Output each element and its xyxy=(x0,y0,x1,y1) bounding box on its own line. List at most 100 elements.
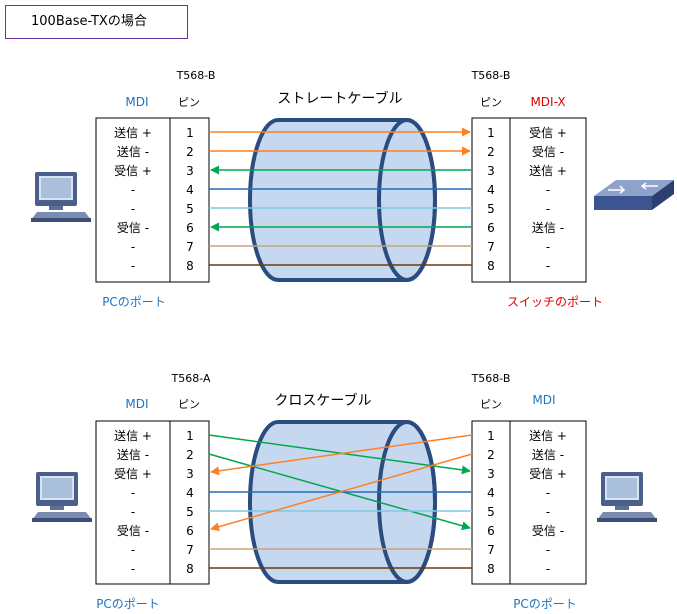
straight-right-pin-3: 3 xyxy=(487,164,495,178)
cross-right-port-box xyxy=(471,420,587,585)
cross-left-port-label: PCのポート xyxy=(96,597,160,611)
cross-right-pin-header: ピン xyxy=(480,398,502,411)
straight-right-signal-7: - xyxy=(546,240,550,254)
straight-left-port-box xyxy=(95,117,210,283)
straight-right-port-box xyxy=(471,117,587,283)
straight-right-pin-2: 2 xyxy=(487,145,495,159)
cross-right-signal-2: 送信 - xyxy=(532,447,564,462)
cross-right-pin-6: 6 xyxy=(487,524,495,538)
cross-left-signal-8: - xyxy=(131,562,135,576)
straight-right-signal-2: 受信 - xyxy=(532,145,564,159)
pc-icon xyxy=(31,172,91,222)
straight-left-pins: 1 2 3 4 5 6 7 8 xyxy=(186,126,194,273)
cross-left-signal-1: 送信 + xyxy=(114,428,152,443)
straight-left-port-label: PCのポート xyxy=(102,295,166,309)
straight-right-pin-4: 4 xyxy=(487,183,495,197)
cross-right-pin-2: 2 xyxy=(487,448,495,462)
cross-right-signal-1: 送信 + xyxy=(529,428,567,443)
cross-left-pin-6: 6 xyxy=(186,524,194,538)
cross-left-pin-1: 1 xyxy=(186,429,194,443)
cross-section: T568-A T568-B MDI ピン ピン MDI クロスケーブル 送信 +… xyxy=(32,372,657,611)
cross-left-signal-6: 受信 - xyxy=(117,524,149,538)
cross-right-pin-4: 4 xyxy=(487,486,495,500)
straight-left-signal-2: 送信 - xyxy=(117,144,149,159)
straight-right-pin-1: 1 xyxy=(487,126,495,140)
straight-left-pin-header: ピン xyxy=(178,96,200,109)
straight-right-signal-6: 送信 - xyxy=(532,220,564,235)
straight-left-mode: MDI xyxy=(125,95,148,109)
straight-right-pin-header: ピン xyxy=(480,96,502,109)
cross-left-signal-2: 送信 - xyxy=(117,447,149,462)
straight-left-pin-8: 8 xyxy=(186,259,194,273)
cross-right-signal-8: - xyxy=(546,562,550,576)
cross-right-port-label: PCのポート xyxy=(513,597,577,611)
cross-left-pin-7: 7 xyxy=(186,543,194,557)
cross-wires xyxy=(208,434,473,569)
cross-right-signal-4: - xyxy=(546,486,550,500)
cross-left-signals: 送信 + 送信 - 受信 + - - 受信 - - - xyxy=(114,428,152,576)
straight-left-pin-6: 6 xyxy=(186,221,194,235)
straight-right-port-label: スイッチのポート xyxy=(507,295,603,309)
cross-right-signal-7: - xyxy=(546,543,550,557)
pc-icon xyxy=(32,472,92,522)
cross-left-mode: MDI xyxy=(125,397,148,411)
straight-section: T568-B T568-B MDI ピン ピン MDI-X ストレートケーブル xyxy=(31,69,675,309)
cross-left-pin-3: 3 xyxy=(186,467,194,481)
straight-left-standard: T568-B xyxy=(176,69,216,82)
straight-left-pin-7: 7 xyxy=(186,240,194,254)
straight-right-pins: 1 2 3 4 5 6 7 8 xyxy=(487,126,495,273)
cross-wire-1 xyxy=(208,434,471,475)
straight-cable xyxy=(248,118,437,282)
straight-left-pin-4: 4 xyxy=(186,183,194,197)
cross-right-standard: T568-B xyxy=(471,372,511,385)
straight-right-pin-5: 5 xyxy=(487,202,495,216)
cross-right-signal-3: 受信 + xyxy=(529,467,567,481)
straight-right-pin-7: 7 xyxy=(487,240,495,254)
cross-left-port-box xyxy=(95,420,210,585)
straight-right-mode: MDI-X xyxy=(530,95,565,109)
cross-cable xyxy=(248,420,437,584)
straight-left-pin-1: 1 xyxy=(186,126,194,140)
straight-right-signal-1: 受信 + xyxy=(529,126,567,140)
diagram-title: 100Base-TXの場合 xyxy=(5,5,188,39)
straight-cable-label: ストレートケーブル xyxy=(277,90,402,107)
straight-left-signal-6: 受信 - xyxy=(117,221,149,235)
cross-left-signal-7: - xyxy=(131,543,135,557)
cross-right-pin-5: 5 xyxy=(487,505,495,519)
straight-left-signals: 送信 + 送信 - 受信 + - - 受信 - - - xyxy=(114,125,152,273)
cross-left-pin-5: 5 xyxy=(186,505,194,519)
cross-left-signal-5: - xyxy=(131,505,135,519)
cross-right-pin-7: 7 xyxy=(487,543,495,557)
cross-right-signals: 送信 + 送信 - 受信 + - - 受信 - - - xyxy=(529,428,567,576)
straight-right-pin-6: 6 xyxy=(487,221,495,235)
straight-left-signal-8: - xyxy=(131,259,135,273)
cross-left-signal-4: - xyxy=(131,486,135,500)
straight-wires xyxy=(209,127,472,266)
straight-right-signal-5: - xyxy=(546,202,550,216)
cross-left-pin-8: 8 xyxy=(186,562,194,576)
cross-left-pins: 1 2 3 4 5 6 7 8 xyxy=(186,429,194,576)
cross-right-mode: MDI xyxy=(532,393,555,407)
network-switch-icon xyxy=(593,179,675,211)
cross-right-pins: 1 2 3 4 5 6 7 8 xyxy=(487,429,495,576)
straight-left-signal-1: 送信 + xyxy=(114,125,152,140)
straight-right-signal-3: 送信 + xyxy=(529,163,567,178)
cross-right-pin-8: 8 xyxy=(487,562,495,576)
straight-right-standard: T568-B xyxy=(471,69,511,82)
straight-left-signal-7: - xyxy=(131,240,135,254)
cross-right-pin-1: 1 xyxy=(487,429,495,443)
cross-wire-6 xyxy=(210,453,473,532)
cross-left-pin-2: 2 xyxy=(186,448,194,462)
straight-right-signal-8: - xyxy=(546,259,550,273)
straight-left-signal-5: - xyxy=(131,202,135,216)
straight-left-signal-4: - xyxy=(131,183,135,197)
cross-left-pin-4: 4 xyxy=(186,486,194,500)
cross-left-signal-3: 受信 + xyxy=(114,467,152,481)
straight-right-signal-4: - xyxy=(546,183,550,197)
pc-icon xyxy=(597,472,657,522)
cross-right-signal-6: 受信 - xyxy=(532,524,564,538)
cross-left-standard: T568-A xyxy=(171,372,211,385)
straight-left-signal-3: 受信 + xyxy=(114,164,152,178)
cross-cable-label: クロスケーブル xyxy=(274,392,371,409)
